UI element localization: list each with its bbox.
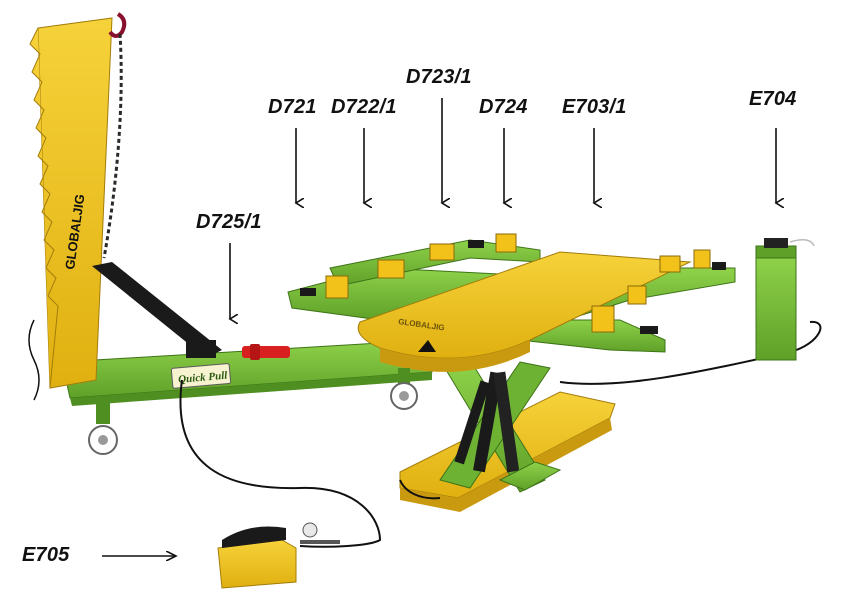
label-d721: D721 <box>268 96 317 118</box>
warning-sign-icon <box>418 340 436 352</box>
label-e705: E705 <box>22 544 70 566</box>
label-d725: D725/1 <box>196 211 262 233</box>
clamp-blocks <box>300 233 726 334</box>
label-d722: D722/1 <box>331 96 397 118</box>
chain <box>102 33 123 259</box>
quick-pull-text: Quick Pull <box>178 370 229 386</box>
bench-deck: GLOBALJIG <box>357 251 692 372</box>
label-d723: D723/1 <box>406 66 472 88</box>
label-e704: E704 <box>749 88 797 110</box>
quick-pull-badge: Quick Pull <box>170 363 232 389</box>
label-d724: D724 <box>479 96 528 118</box>
hydraulic-hoses <box>179 320 822 548</box>
hook-icon <box>108 12 127 38</box>
callout-arrows <box>102 98 776 556</box>
pulling-tower: GLOBALJIG <box>28 12 222 401</box>
rail-clamp <box>242 344 290 360</box>
scissor-lift <box>439 359 562 493</box>
power-unit-icon <box>755 238 815 361</box>
foot-pump-icon <box>217 522 340 589</box>
caster-wheels <box>88 368 418 455</box>
label-e703: E703/1 <box>562 96 627 118</box>
